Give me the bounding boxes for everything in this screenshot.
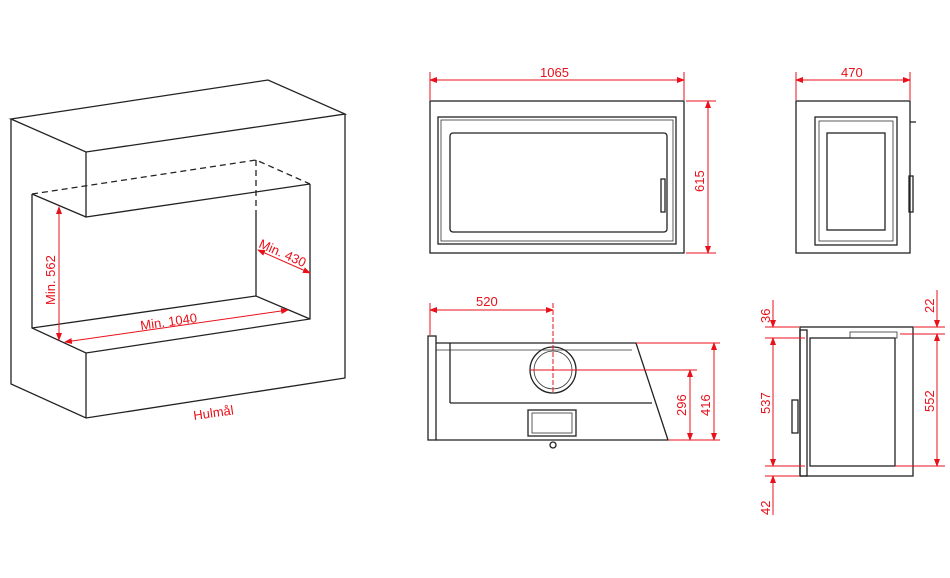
dimension-line-width [64,308,289,344]
dim-22: 22 [922,299,937,313]
dim-42: 42 [758,501,773,515]
side-view: 36 537 42 22 552 [758,290,945,515]
side-front-view: 470 [795,65,916,254]
dim-min-430: Min. 430 [257,236,309,270]
dim-537: 537 [758,392,773,414]
dim-416: 416 [698,394,713,416]
dim-min-562: Min. 562 [43,255,58,305]
iso-niche-view: Min. 562 Min. 1040 Min. 430 Hulmål [8,79,348,423]
dim-470: 470 [841,65,863,80]
dimension-line-depth [257,249,311,274]
dim-1065: 1065 [540,65,569,80]
dim-552: 552 [922,390,937,412]
dim-min-1040: Min. 1040 [139,310,198,333]
top-view: 520 296 416 [427,294,720,449]
door-handle-icon [660,178,666,213]
side-handle-icon [791,399,799,434]
front-view: 1065 615 [429,65,716,254]
dim-36: 36 [758,309,773,323]
dim-296: 296 [674,394,689,416]
caption-hulmal: Hulmål [192,402,234,422]
dim-520: 520 [476,294,498,309]
dim-615: 615 [692,170,707,192]
